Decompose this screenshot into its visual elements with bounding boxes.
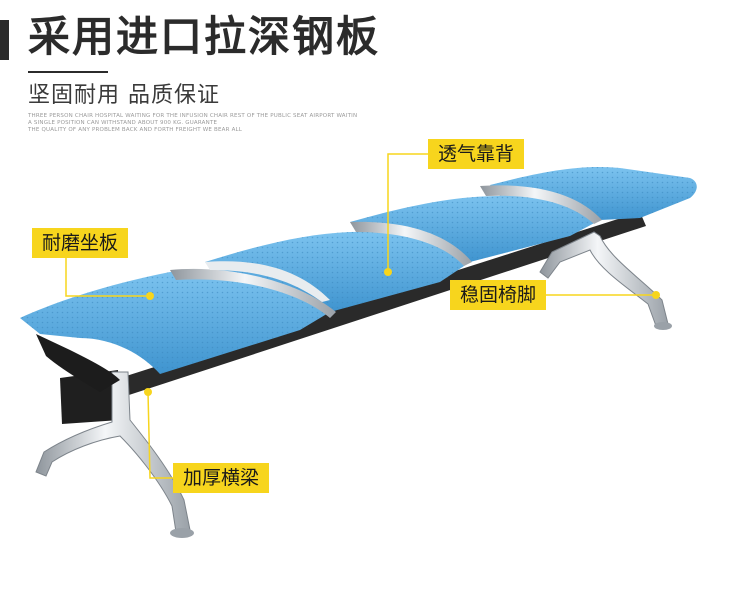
marker-backrest	[384, 268, 392, 276]
armrest-1	[170, 268, 336, 318]
fine-print-line-3: THE QUALITY OF ANY PROBLEM BACK AND FORT…	[28, 127, 243, 133]
left-leg	[35, 371, 191, 533]
callout-beam: 加厚横梁	[173, 463, 270, 493]
armrest-2	[205, 261, 330, 302]
fine-print-line-1: THREE PERSON CHAIR HOSPITAL WAITING FOR …	[28, 113, 358, 119]
right-leg	[539, 231, 669, 327]
title-accent-bar	[0, 20, 9, 60]
callout-seat-plate: 耐磨坐板	[32, 228, 129, 258]
beam-bar	[120, 212, 646, 396]
marker-seat	[146, 292, 154, 300]
title-divider	[28, 71, 108, 73]
page-title: 采用进口拉深钢板	[28, 12, 381, 61]
marker-legs	[652, 291, 660, 299]
callout-legs: 稳固椅脚	[450, 280, 547, 310]
fine-print-line-2: A SINGLE POSITION CAN WITHSTAND ABOUT 90…	[28, 120, 218, 126]
armrest-4	[480, 185, 602, 224]
marker-beam	[144, 388, 152, 396]
front-bracket	[36, 334, 120, 392]
bench-illustration	[20, 153, 697, 538]
page-subtitle: 坚固耐用 品质保证	[28, 83, 220, 108]
callout-backrest: 透气靠背	[428, 139, 525, 169]
armrest-3	[350, 221, 472, 266]
